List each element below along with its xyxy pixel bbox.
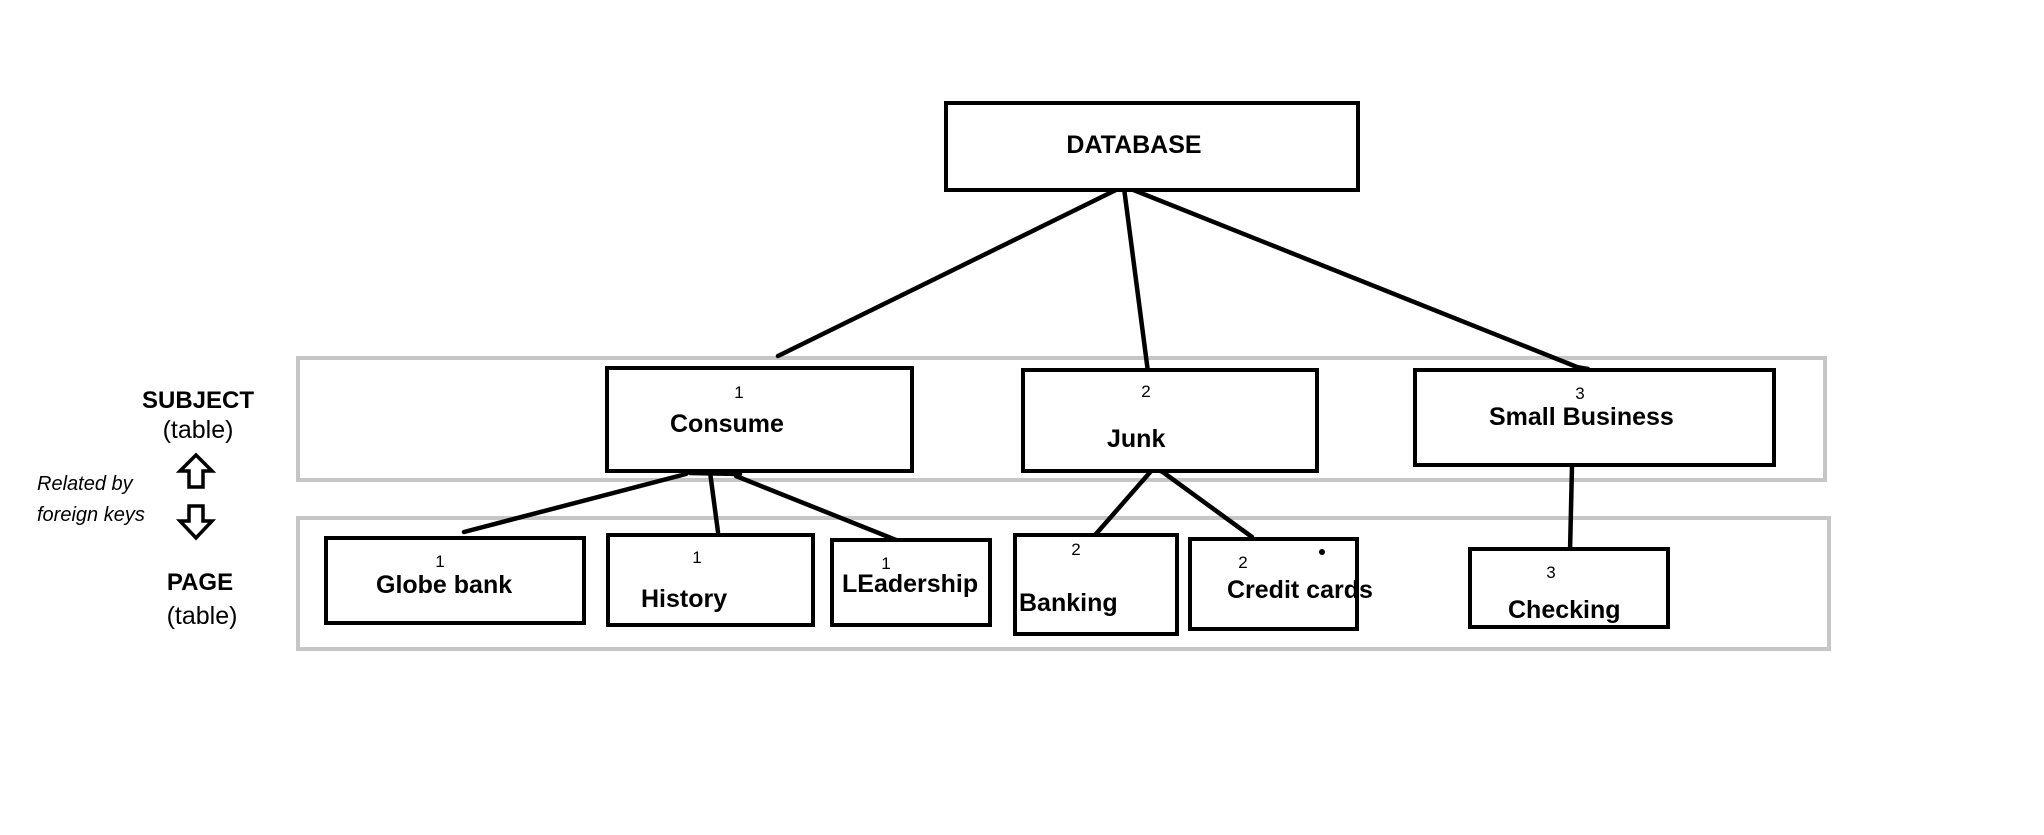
subject-node-junk: 2 Junk (1021, 368, 1319, 473)
subject-node-consume: 1 Consume (605, 366, 914, 473)
subject-id: 2 (1141, 382, 1150, 401)
page-legend-subtitle: (table) (167, 602, 238, 630)
subject-id: 1 (734, 383, 743, 402)
page-label: Credit cards (1227, 576, 1373, 604)
subject-label: Consume (670, 410, 784, 438)
edge-consume-junction (687, 470, 743, 477)
page-id: 2 (1238, 553, 1247, 572)
page-id: 2 (1071, 540, 1080, 559)
subject-node-small-business: 3 Small Business (1413, 368, 1776, 467)
database-node: DATABASE (944, 101, 1360, 192)
arrow-up-icon (175, 452, 217, 489)
subject-table-band (296, 356, 1827, 482)
page-legend-title: PAGE (167, 569, 233, 596)
edge-database-small-business (1123, 184, 1585, 372)
subject-legend-title: SUBJECT (142, 387, 254, 414)
side-legend: SUBJECT (table) Related by foreign keys … (37, 387, 254, 630)
arrow-down-icon (175, 504, 217, 541)
page-id: 1 (435, 552, 444, 571)
edge-consume-history (707, 469, 721, 535)
page-label: Banking (1019, 589, 1118, 617)
page-node-banking: 2 Banking (1013, 533, 1179, 636)
subject-legend-subtitle: (table) (163, 416, 234, 444)
page-label: Checking (1508, 596, 1621, 624)
edge-junk-banking (1093, 467, 1155, 537)
page-id: 3 (1546, 563, 1555, 582)
page-node-credit-cards: 2 Credit cards (1188, 537, 1373, 631)
relation-legend-line1: Related by (37, 473, 134, 495)
edge-consume-leadership (733, 473, 909, 547)
subject-label: Small Business (1489, 403, 1674, 431)
edge-database-junk (1121, 185, 1151, 375)
page-node-globe-bank: 1 Globe bank (324, 536, 586, 625)
edge-small-business-checking (1567, 463, 1575, 555)
edge-consume-globe-bank (461, 471, 689, 535)
relation-legend-line2: foreign keys (37, 504, 145, 526)
page-table-band (296, 516, 1831, 651)
edge-database-consume (775, 184, 1125, 359)
subject-id: 3 (1575, 384, 1584, 403)
page-node-leadership: 1 LEadership (830, 538, 992, 627)
database-label: DATABASE (1066, 131, 1201, 159)
page-node-checking: 3 Checking (1468, 547, 1670, 629)
page-id: 1 (692, 548, 701, 567)
subject-label: Junk (1107, 425, 1165, 453)
edge-junk-credit-cards (1157, 467, 1255, 540)
stray-dot (1319, 549, 1325, 555)
page-id: 1 (881, 554, 890, 573)
page-label: LEadership (842, 570, 978, 598)
page-label: Globe bank (376, 571, 512, 599)
page-node-history: 1 History (606, 533, 815, 627)
page-label: History (641, 585, 727, 613)
